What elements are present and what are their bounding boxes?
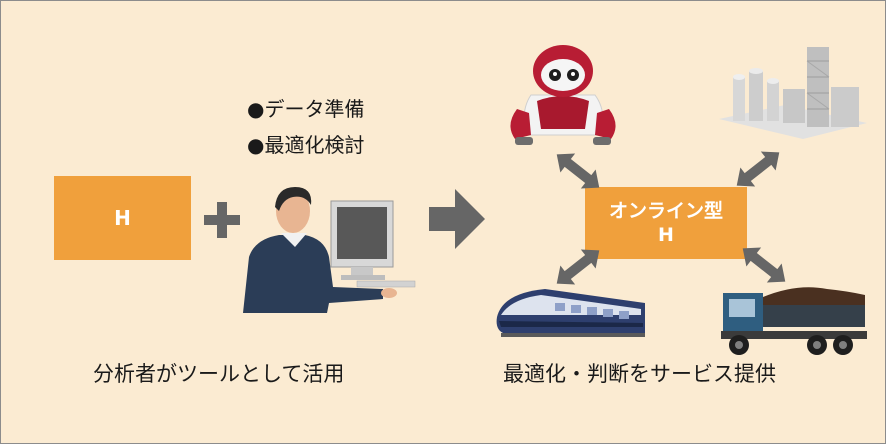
double-arrow-icon	[736, 151, 780, 187]
train-illustration	[496, 289, 645, 337]
analyst-task-list: ●データ準備 ●最適化検討	[247, 91, 364, 163]
robot-illustration	[510, 45, 616, 145]
double-arrow-icon	[556, 249, 600, 285]
plus-icon	[204, 202, 240, 238]
truck-illustration	[721, 287, 867, 355]
online-h-line2: H	[658, 224, 674, 246]
analyst-illustration	[243, 187, 416, 313]
left-h-label: H	[114, 206, 131, 230]
task-optimization: ●最適化検討	[247, 133, 365, 157]
double-arrow-icon	[742, 247, 786, 283]
right-arrow-icon	[429, 189, 485, 249]
caption-service: 最適化・判断をサービス提供	[503, 362, 776, 386]
online-h-box: オンライン型 H	[585, 187, 747, 259]
left-h-box: H	[54, 176, 191, 260]
online-h-line1: オンライン型	[608, 200, 723, 222]
task-data-prep: ●データ準備	[247, 97, 365, 121]
caption-analyst-tool: 分析者がツールとして活用	[93, 362, 345, 386]
double-arrow-icon	[556, 153, 600, 189]
factory-illustration	[719, 47, 867, 139]
